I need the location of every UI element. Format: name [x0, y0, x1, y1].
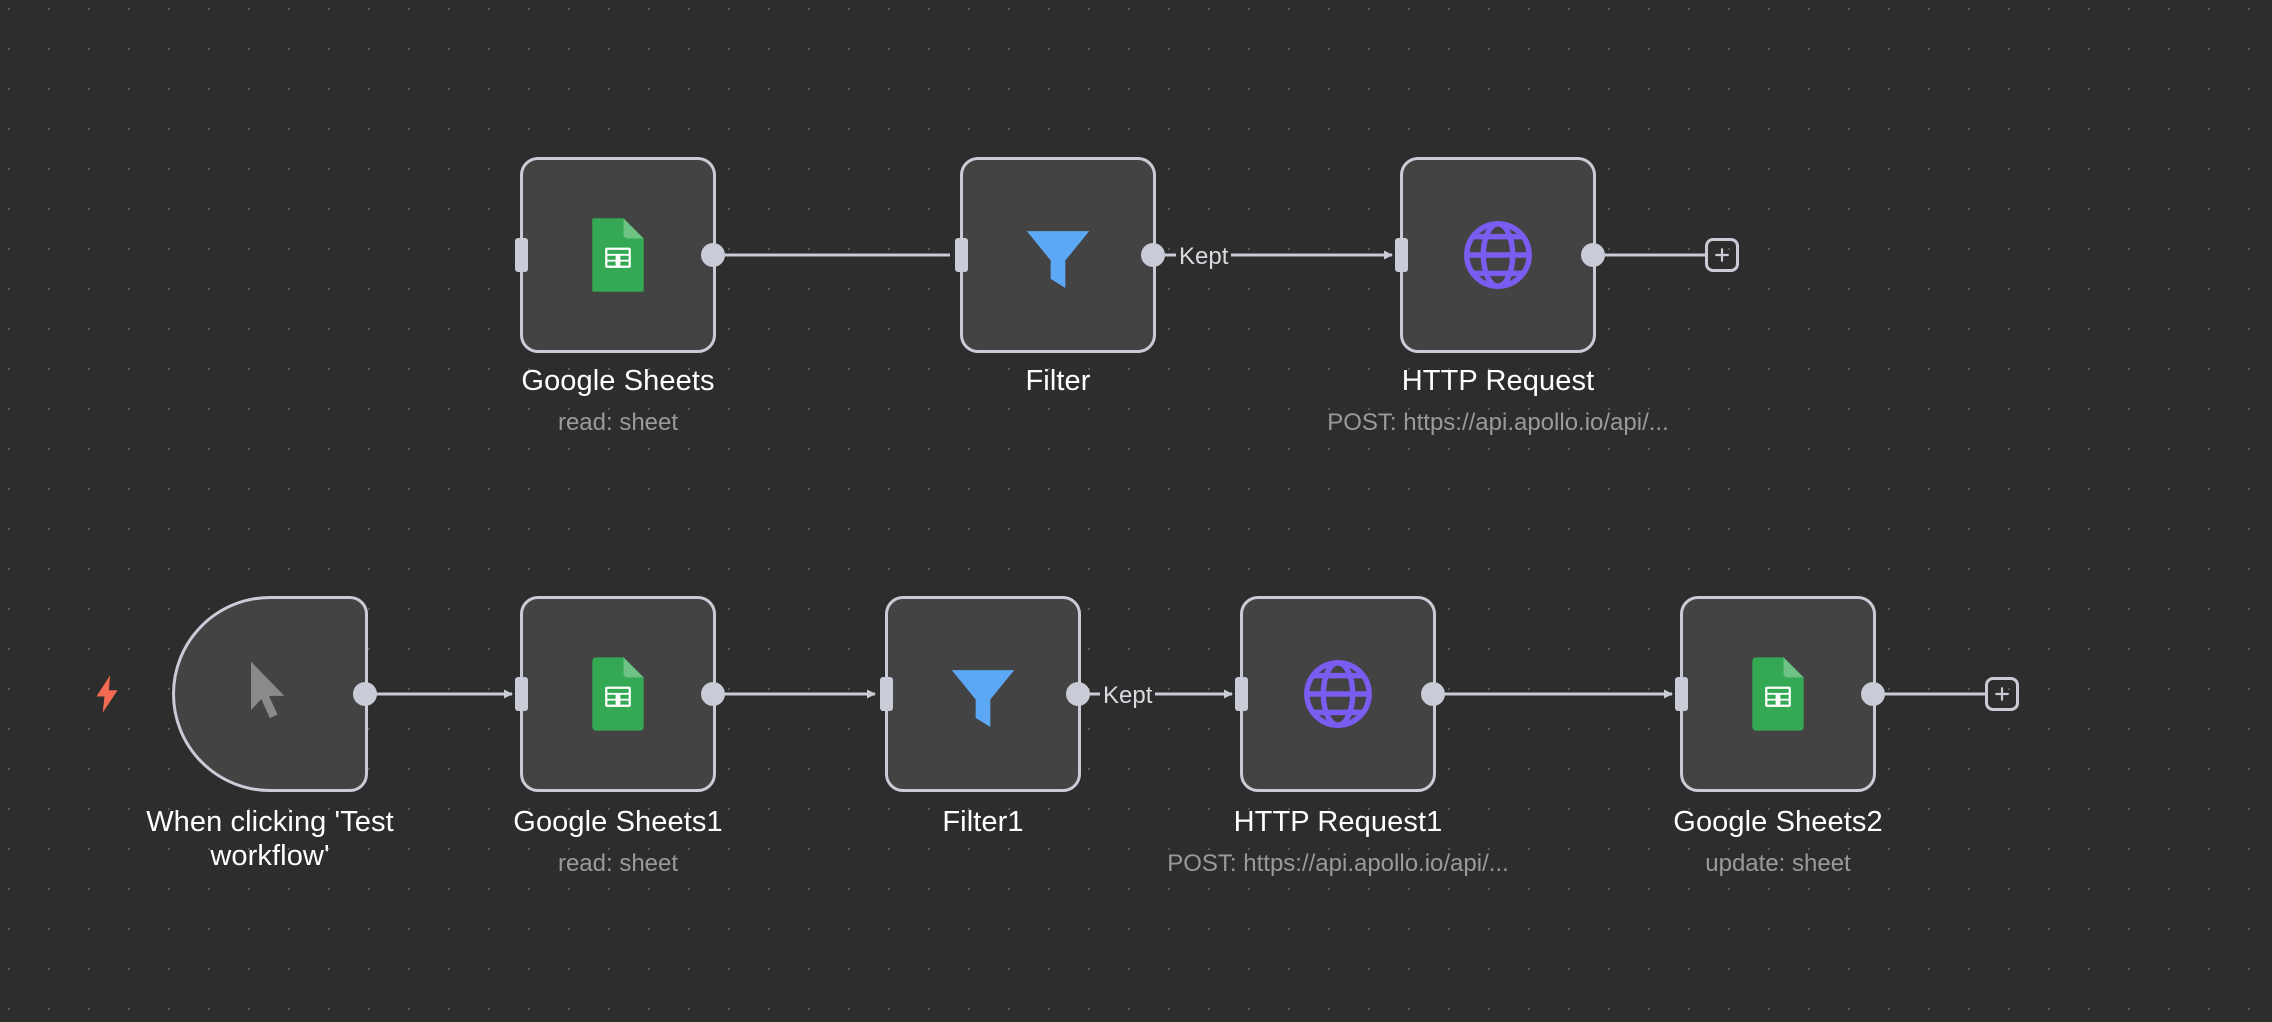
node-when-clicking-test-workflow[interactable]	[172, 596, 377, 792]
output-port[interactable]	[1141, 243, 1165, 267]
globe-icon	[1454, 211, 1542, 299]
google-sheets-icon	[574, 650, 662, 738]
node-sublabel-http-request1: POST: https://api.apollo.io/api/...	[1167, 850, 1509, 877]
plus-icon	[1713, 246, 1731, 264]
node-sublabel-google-sheets2: update: sheet	[1705, 850, 1851, 877]
node-label-google-sheets2: Google Sheets2	[1673, 806, 1883, 838]
input-port[interactable]	[955, 238, 968, 272]
input-port[interactable]	[1675, 677, 1688, 711]
output-port[interactable]	[1066, 682, 1090, 706]
node-google-sheets2[interactable]	[1675, 596, 1885, 792]
filter-funnel-icon	[939, 650, 1027, 738]
google-sheets-icon	[574, 211, 662, 299]
node-google-sheets[interactable]	[515, 157, 725, 353]
node-http-request[interactable]	[1395, 157, 1605, 353]
mouse-cursor-icon	[226, 650, 314, 738]
output-port[interactable]	[701, 682, 725, 706]
input-port[interactable]	[515, 238, 528, 272]
output-port[interactable]	[701, 243, 725, 267]
node-filter[interactable]	[955, 157, 1165, 353]
input-port[interactable]	[880, 677, 893, 711]
input-port[interactable]	[1395, 238, 1408, 272]
add-node-button-main[interactable]	[1985, 677, 2019, 711]
node-label-when-clicking-test-workflow: When clicking 'Test workflow'	[146, 806, 394, 872]
node-label-http-request1: HTTP Request1	[1233, 806, 1443, 838]
node-http-request1[interactable]	[1235, 596, 1445, 792]
input-port[interactable]	[515, 677, 528, 711]
edge-output-label-kept-1: Kept	[1100, 682, 1156, 710]
google-sheets-icon	[1734, 650, 1822, 738]
node-label-http-request: HTTP Request	[1401, 365, 1595, 397]
node-sublabel-http-request: POST: https://api.apollo.io/api/...	[1327, 409, 1669, 436]
edge-output-label-kept: Kept	[1176, 243, 1232, 271]
node-google-sheets1[interactable]	[515, 596, 725, 792]
globe-icon	[1294, 650, 1382, 738]
output-port[interactable]	[353, 682, 377, 706]
input-port[interactable]	[1235, 677, 1248, 711]
add-node-button-top[interactable]	[1705, 238, 1739, 272]
filter-funnel-icon	[1014, 211, 1102, 299]
plus-icon	[1993, 685, 2011, 703]
output-port[interactable]	[1861, 682, 1885, 706]
output-port[interactable]	[1581, 243, 1605, 267]
output-port[interactable]	[1421, 682, 1445, 706]
node-filter1[interactable]	[880, 596, 1090, 792]
node-sublabel-google-sheets1: read: sheet	[557, 850, 679, 877]
node-label-filter: Filter	[1025, 365, 1091, 397]
node-label-google-sheets: Google Sheets	[521, 365, 715, 397]
node-label-google-sheets1: Google Sheets1	[513, 806, 723, 838]
lightning-bolt-icon	[92, 672, 122, 716]
node-sublabel-google-sheets: read: sheet	[557, 409, 679, 436]
node-label-filter1: Filter1	[942, 806, 1024, 838]
